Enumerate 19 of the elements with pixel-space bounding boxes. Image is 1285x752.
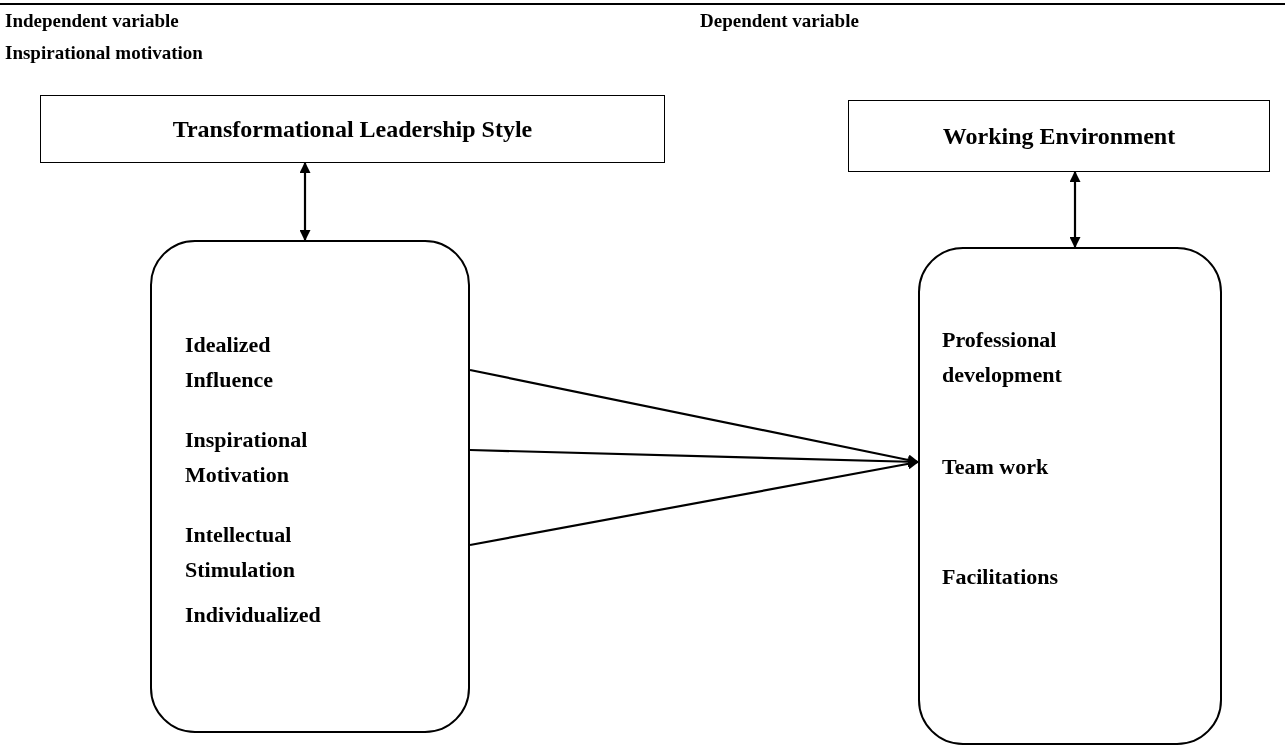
variable-box bbox=[40, 95, 665, 163]
item-text: Individualized bbox=[185, 601, 322, 629]
arrow bbox=[469, 458, 920, 547]
variable-box bbox=[848, 100, 1270, 172]
item-text: Professional development bbox=[942, 326, 1063, 389]
heading-label: Independent variable bbox=[5, 10, 179, 32]
box-title: Working Environment bbox=[941, 121, 1177, 151]
heading-label: Inspirational motivation bbox=[5, 42, 203, 64]
item-text: Idealized Influence bbox=[185, 331, 274, 394]
rounded-box bbox=[918, 247, 1222, 745]
rounded-box bbox=[150, 240, 470, 733]
arrow bbox=[1069, 170, 1081, 249]
item-text: Facilitations bbox=[942, 563, 1060, 591]
box-title: Transformational Leadership Style bbox=[171, 114, 534, 144]
item-text: Team work bbox=[942, 453, 1050, 481]
heading-label: Dependent variable bbox=[700, 10, 859, 32]
item-text: Intellectual Stimulation bbox=[185, 521, 297, 584]
item-text: Inspirational Motivation bbox=[185, 426, 309, 489]
arrow bbox=[299, 161, 311, 242]
